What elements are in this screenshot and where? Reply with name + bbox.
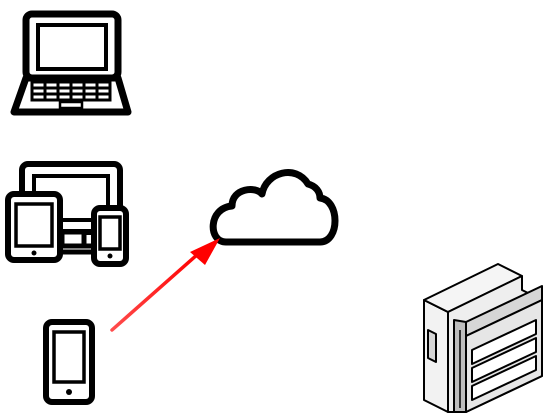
din-rail-module-icon xyxy=(423,263,543,413)
connection-arrow xyxy=(110,238,220,332)
smartphone-icon xyxy=(43,319,95,405)
laptop-icon xyxy=(10,10,132,116)
multi-device-icon xyxy=(5,161,129,267)
cloud-icon xyxy=(209,169,339,246)
